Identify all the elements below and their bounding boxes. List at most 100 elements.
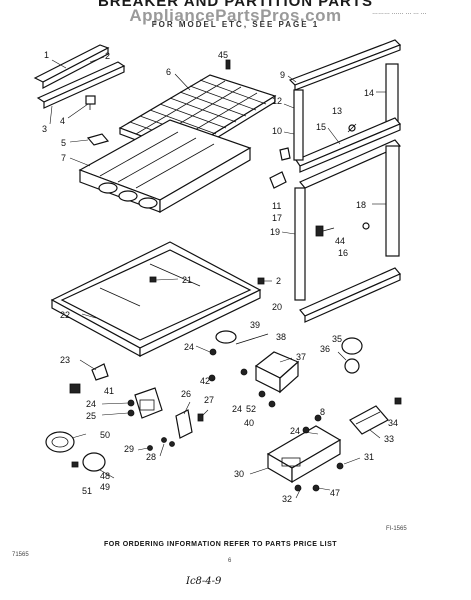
partition-tray [50,241,262,358]
part-label-45: 45 [218,50,228,60]
screw-27 [197,413,204,422]
part-label-51: 51 [82,486,92,496]
lamp-shield-35 [341,337,363,355]
part-label-4: 4 [60,116,65,126]
part-label-7: 7 [61,153,66,163]
part-label-27: 27 [204,395,214,405]
part-label-30: 30 [234,469,244,479]
part-label-35: 35 [332,334,342,344]
clips-28-29 [147,437,175,451]
lamp-socket-33 [349,405,389,435]
partition-base [78,119,252,214]
part-label-37: 37 [296,352,306,362]
cam-10 [279,147,291,161]
part-label-24-b: 24 [232,404,242,414]
part-label-39: 39 [250,320,260,330]
part-label-48: 48 [100,471,110,481]
ordering-note: FOR ORDERING INFORMATION REFER TO PARTS … [104,541,338,548]
part-label-33: 33 [384,434,394,444]
hardware-8-24-31-47-32 [294,414,344,492]
hinge-pin-44 [315,225,335,237]
part-label-5: 5 [61,138,66,148]
part-label-21: 21 [182,275,192,285]
part-label-1: 1 [44,50,49,60]
screw-2-lower [257,277,265,285]
figure-code: FI-1565 [386,526,407,532]
part-label-41: 41 [104,386,114,396]
part-label-31: 31 [364,452,374,462]
part-label-9: 9 [280,70,285,80]
part-label-32: 32 [282,494,292,504]
switch-34 [394,397,402,405]
part-label-14: 14 [364,88,374,98]
doc-code: 71565 [12,552,29,558]
upper-mullion [293,89,304,161]
thermostat-26 [175,409,193,439]
part-label-26: 26 [181,389,191,399]
screws-24-42-52 [208,348,276,408]
part-number-labels: 1 2 3 4 5 6 7 45 9 14 12 13 10 15 11 17 … [42,50,398,504]
watermark: AppliancePartsPros.com [129,6,342,25]
control-knob-39 [215,330,237,344]
clip-18-small [362,222,370,230]
part-label-50: 50 [100,430,110,440]
diagram-subtitle: FOR MODEL ETC, SEE PAGE 1 [151,20,320,29]
retainer-clip [85,95,96,110]
part-label-23: 23 [60,355,70,365]
part-label-40: 40 [244,418,254,428]
page-mark: 6 [228,558,232,564]
control-box-30 [266,425,342,484]
breaker-frame-lower [294,139,401,323]
part-label-19: 19 [270,227,280,237]
part-label-2: 2 [105,51,110,61]
part-label-24-c: 24 [86,399,96,409]
part-label-34: 34 [388,418,398,428]
switch-housing-25 [134,387,163,419]
part-label-24-d: 24 [290,426,300,436]
wire-harness-50 [45,431,106,472]
part-label-10: 10 [272,126,282,136]
handwritten-note: Ic8-4-9 [186,576,222,587]
diagram-title: BREAKER AND PARTITION PARTS [97,0,374,10]
capillary-38 [235,333,269,345]
top-right-code: ……… …… … … … [372,10,427,16]
part-label-11: 11 [272,201,281,211]
gasket-pad [86,133,110,146]
clip-13 [347,123,357,133]
part-label-38: 38 [276,332,286,342]
connector-41 [69,383,81,394]
screws-24-left [127,399,135,417]
breaker-strip-upper-right [288,39,402,173]
part-label-12: 12 [272,96,282,106]
screw-45 [225,59,231,70]
part-label-24-a: 24 [184,342,194,352]
part-label-18: 18 [356,200,366,210]
part-label-29: 29 [124,444,134,454]
breaker-strip-front [33,44,126,109]
part-label-36: 36 [320,344,330,354]
part-label-52: 52 [246,404,256,414]
part-label-6: 6 [166,67,171,77]
part-label-13: 13 [332,106,342,116]
part-label-20: 20 [272,302,282,312]
part-label-16: 16 [338,248,348,258]
bracket-23 [91,363,109,381]
part-label-17: 17 [272,213,282,223]
part-label-28: 28 [146,452,156,462]
part-label-22: 22 [60,310,70,320]
part-label-25: 25 [86,411,96,421]
part-label-3: 3 [42,124,47,134]
part-label-44: 44 [335,236,345,246]
part-label-8: 8 [320,407,325,417]
part-label-42: 42 [200,376,210,386]
part-label-49: 49 [100,482,110,492]
leader-lines [49,56,386,499]
part-label-2-lower: 2 [276,276,281,286]
lamp-bulb-36 [344,358,360,374]
part-label-15: 15 [316,122,326,132]
cam-11 [269,171,287,189]
control-housing-37 [254,351,300,394]
screw-21 [149,276,157,283]
